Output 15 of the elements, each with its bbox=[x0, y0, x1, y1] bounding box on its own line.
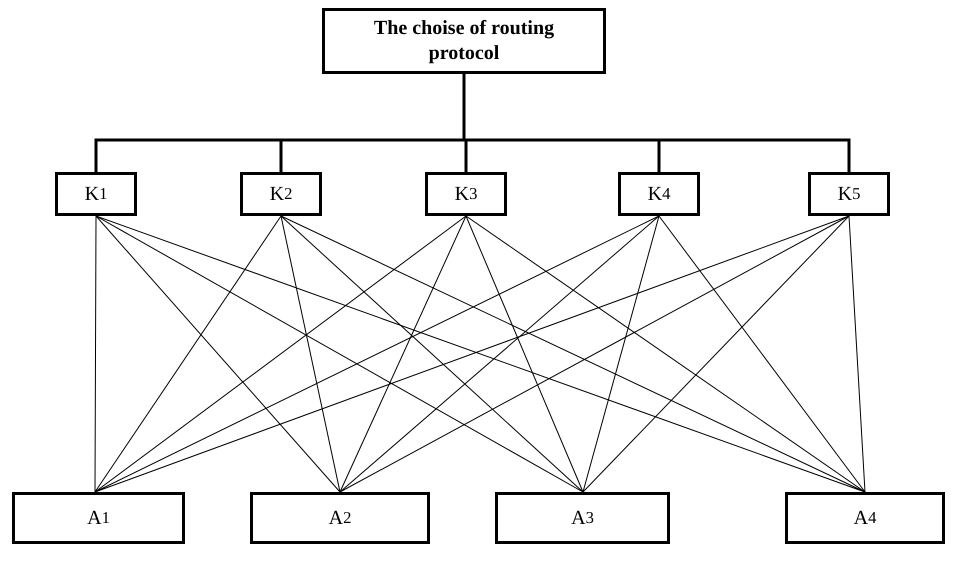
connector-line bbox=[466, 216, 584, 492]
connector-line bbox=[340, 216, 466, 492]
connector-line bbox=[94, 216, 282, 492]
connector-line bbox=[340, 216, 660, 492]
connector-line bbox=[582, 216, 850, 492]
goal-box: The choise of routing protocol bbox=[322, 8, 606, 74]
connector-line bbox=[582, 216, 660, 492]
connector-line bbox=[848, 216, 866, 492]
connector-line bbox=[96, 216, 340, 492]
connector-line bbox=[280, 216, 584, 492]
connector-line bbox=[94, 216, 96, 492]
connector-line bbox=[280, 216, 340, 492]
connector-line bbox=[466, 216, 866, 492]
connector-line bbox=[94, 216, 466, 492]
connector-line bbox=[658, 216, 866, 492]
